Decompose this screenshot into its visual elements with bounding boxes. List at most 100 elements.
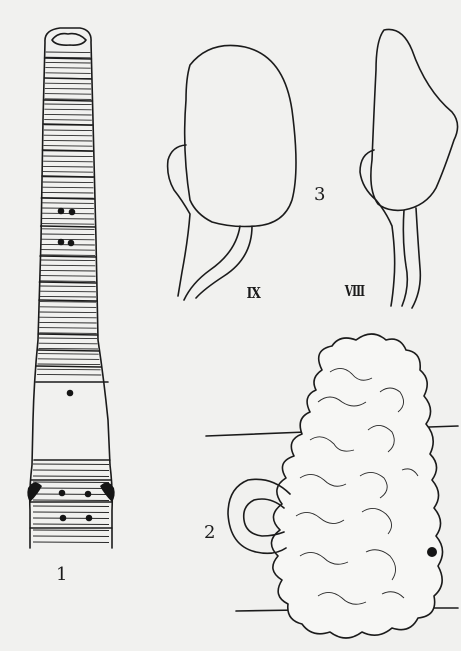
- annulus-line: [33, 500, 109, 501]
- spermatheca-ampulla: [185, 45, 296, 226]
- spermatheca-viii: [360, 29, 458, 308]
- annulus-line: [40, 291, 96, 292]
- annulus-line: [44, 140, 93, 141]
- annulus-line: [44, 146, 93, 147]
- annulus-line: [44, 114, 91, 115]
- segment-boundary: [39, 282, 96, 283]
- annulus-line: [46, 62, 91, 63]
- annulus-line: [44, 135, 92, 136]
- segment-boundary: [39, 300, 97, 301]
- prostomium: [52, 34, 86, 46]
- annulus-line: [42, 218, 94, 219]
- annulus-line: [40, 307, 96, 308]
- annulus-line: [41, 270, 96, 271]
- papilla: [69, 209, 76, 216]
- annulus-line: [40, 296, 96, 297]
- spermatheca-diverticulum: [360, 150, 395, 306]
- segment-boundary: [42, 176, 94, 177]
- annulus-line: [33, 464, 109, 465]
- papilla: [67, 390, 74, 397]
- segment-boundary: [41, 226, 96, 227]
- annulus-line: [43, 182, 94, 183]
- annulus-line: [33, 542, 109, 543]
- annulus-line: [33, 482, 109, 483]
- annulus-line: [33, 512, 109, 513]
- segment-boundary: [43, 124, 93, 125]
- segment-boundary: [36, 366, 101, 367]
- annulus-line: [33, 530, 109, 531]
- spermatheca-ix: [168, 45, 296, 300]
- figure-label-1: 1: [56, 566, 67, 584]
- annulus-line: [44, 130, 92, 131]
- spermatheca-duct: [402, 208, 420, 308]
- annulus-line: [41, 250, 95, 251]
- annulus-line: [46, 52, 90, 53]
- annulus-line: [39, 328, 96, 329]
- annulus-line: [39, 333, 97, 334]
- annulus-line: [45, 68, 90, 69]
- annulus-line: [33, 476, 109, 477]
- annulus-line: [38, 364, 101, 365]
- worm-anterior-body: [27, 28, 114, 548]
- annulus-line: [39, 322, 96, 323]
- annulus-line: [38, 359, 100, 360]
- annulus-line: [41, 244, 95, 245]
- annulus-line: [45, 104, 92, 105]
- annulus-line: [42, 224, 95, 225]
- segment-boundary: [38, 334, 98, 335]
- papilla: [58, 208, 65, 215]
- annulus-line: [43, 172, 93, 173]
- annulus-line: [43, 156, 92, 157]
- annulus-line: [41, 276, 96, 277]
- prostate-lobes: [271, 334, 442, 638]
- papilla: [59, 490, 66, 497]
- annulus-line: [39, 338, 97, 339]
- papilla: [85, 491, 92, 498]
- annulus-line: [33, 506, 109, 507]
- annulus-line: [40, 317, 97, 318]
- annulus-line: [43, 166, 93, 167]
- annulus-line: [40, 281, 95, 282]
- annulus-line: [45, 73, 90, 74]
- segment-boundary: [37, 350, 99, 351]
- papilla: [60, 515, 67, 522]
- annulus-line: [33, 494, 109, 495]
- annulus-line: [33, 470, 109, 471]
- annulus-line: [45, 94, 91, 95]
- annulus-line: [33, 518, 109, 519]
- segment-boundary: [41, 198, 94, 199]
- annulus-line: [44, 120, 92, 121]
- figure-label-2: 2: [204, 524, 215, 542]
- annulus-line: [39, 343, 98, 344]
- figure-label-3: 3: [314, 186, 325, 204]
- segment-label-viii: VIII: [345, 284, 364, 299]
- annulus-line: [42, 203, 94, 204]
- annulus-line: [43, 161, 93, 162]
- prostate-gland: [206, 334, 458, 638]
- annulus-line: [42, 234, 95, 235]
- lobe-spot: [427, 547, 437, 557]
- annulus-line: [42, 208, 94, 209]
- annulus-line: [37, 374, 101, 375]
- annulus-line: [45, 99, 92, 100]
- papilla: [58, 239, 65, 246]
- annulus-line: [37, 369, 100, 370]
- segment-boundary: [43, 150, 94, 151]
- segment-label-ix: IX: [247, 286, 260, 301]
- annulus-line: [44, 109, 91, 110]
- annulus-line: [39, 348, 99, 349]
- spermatheca-ampulla: [371, 29, 458, 210]
- lower-segments: [30, 480, 112, 528]
- spermatheca-duct: [184, 226, 252, 300]
- annulus-line: [42, 213, 94, 214]
- annulus-line: [41, 239, 94, 240]
- segment-boundary: [40, 256, 96, 257]
- annulus-line: [33, 524, 109, 525]
- annulus-line: [40, 302, 96, 303]
- annulus-line: [45, 88, 91, 89]
- annulus-line: [45, 83, 91, 84]
- papilla: [86, 515, 93, 522]
- annulus-line: [41, 255, 95, 256]
